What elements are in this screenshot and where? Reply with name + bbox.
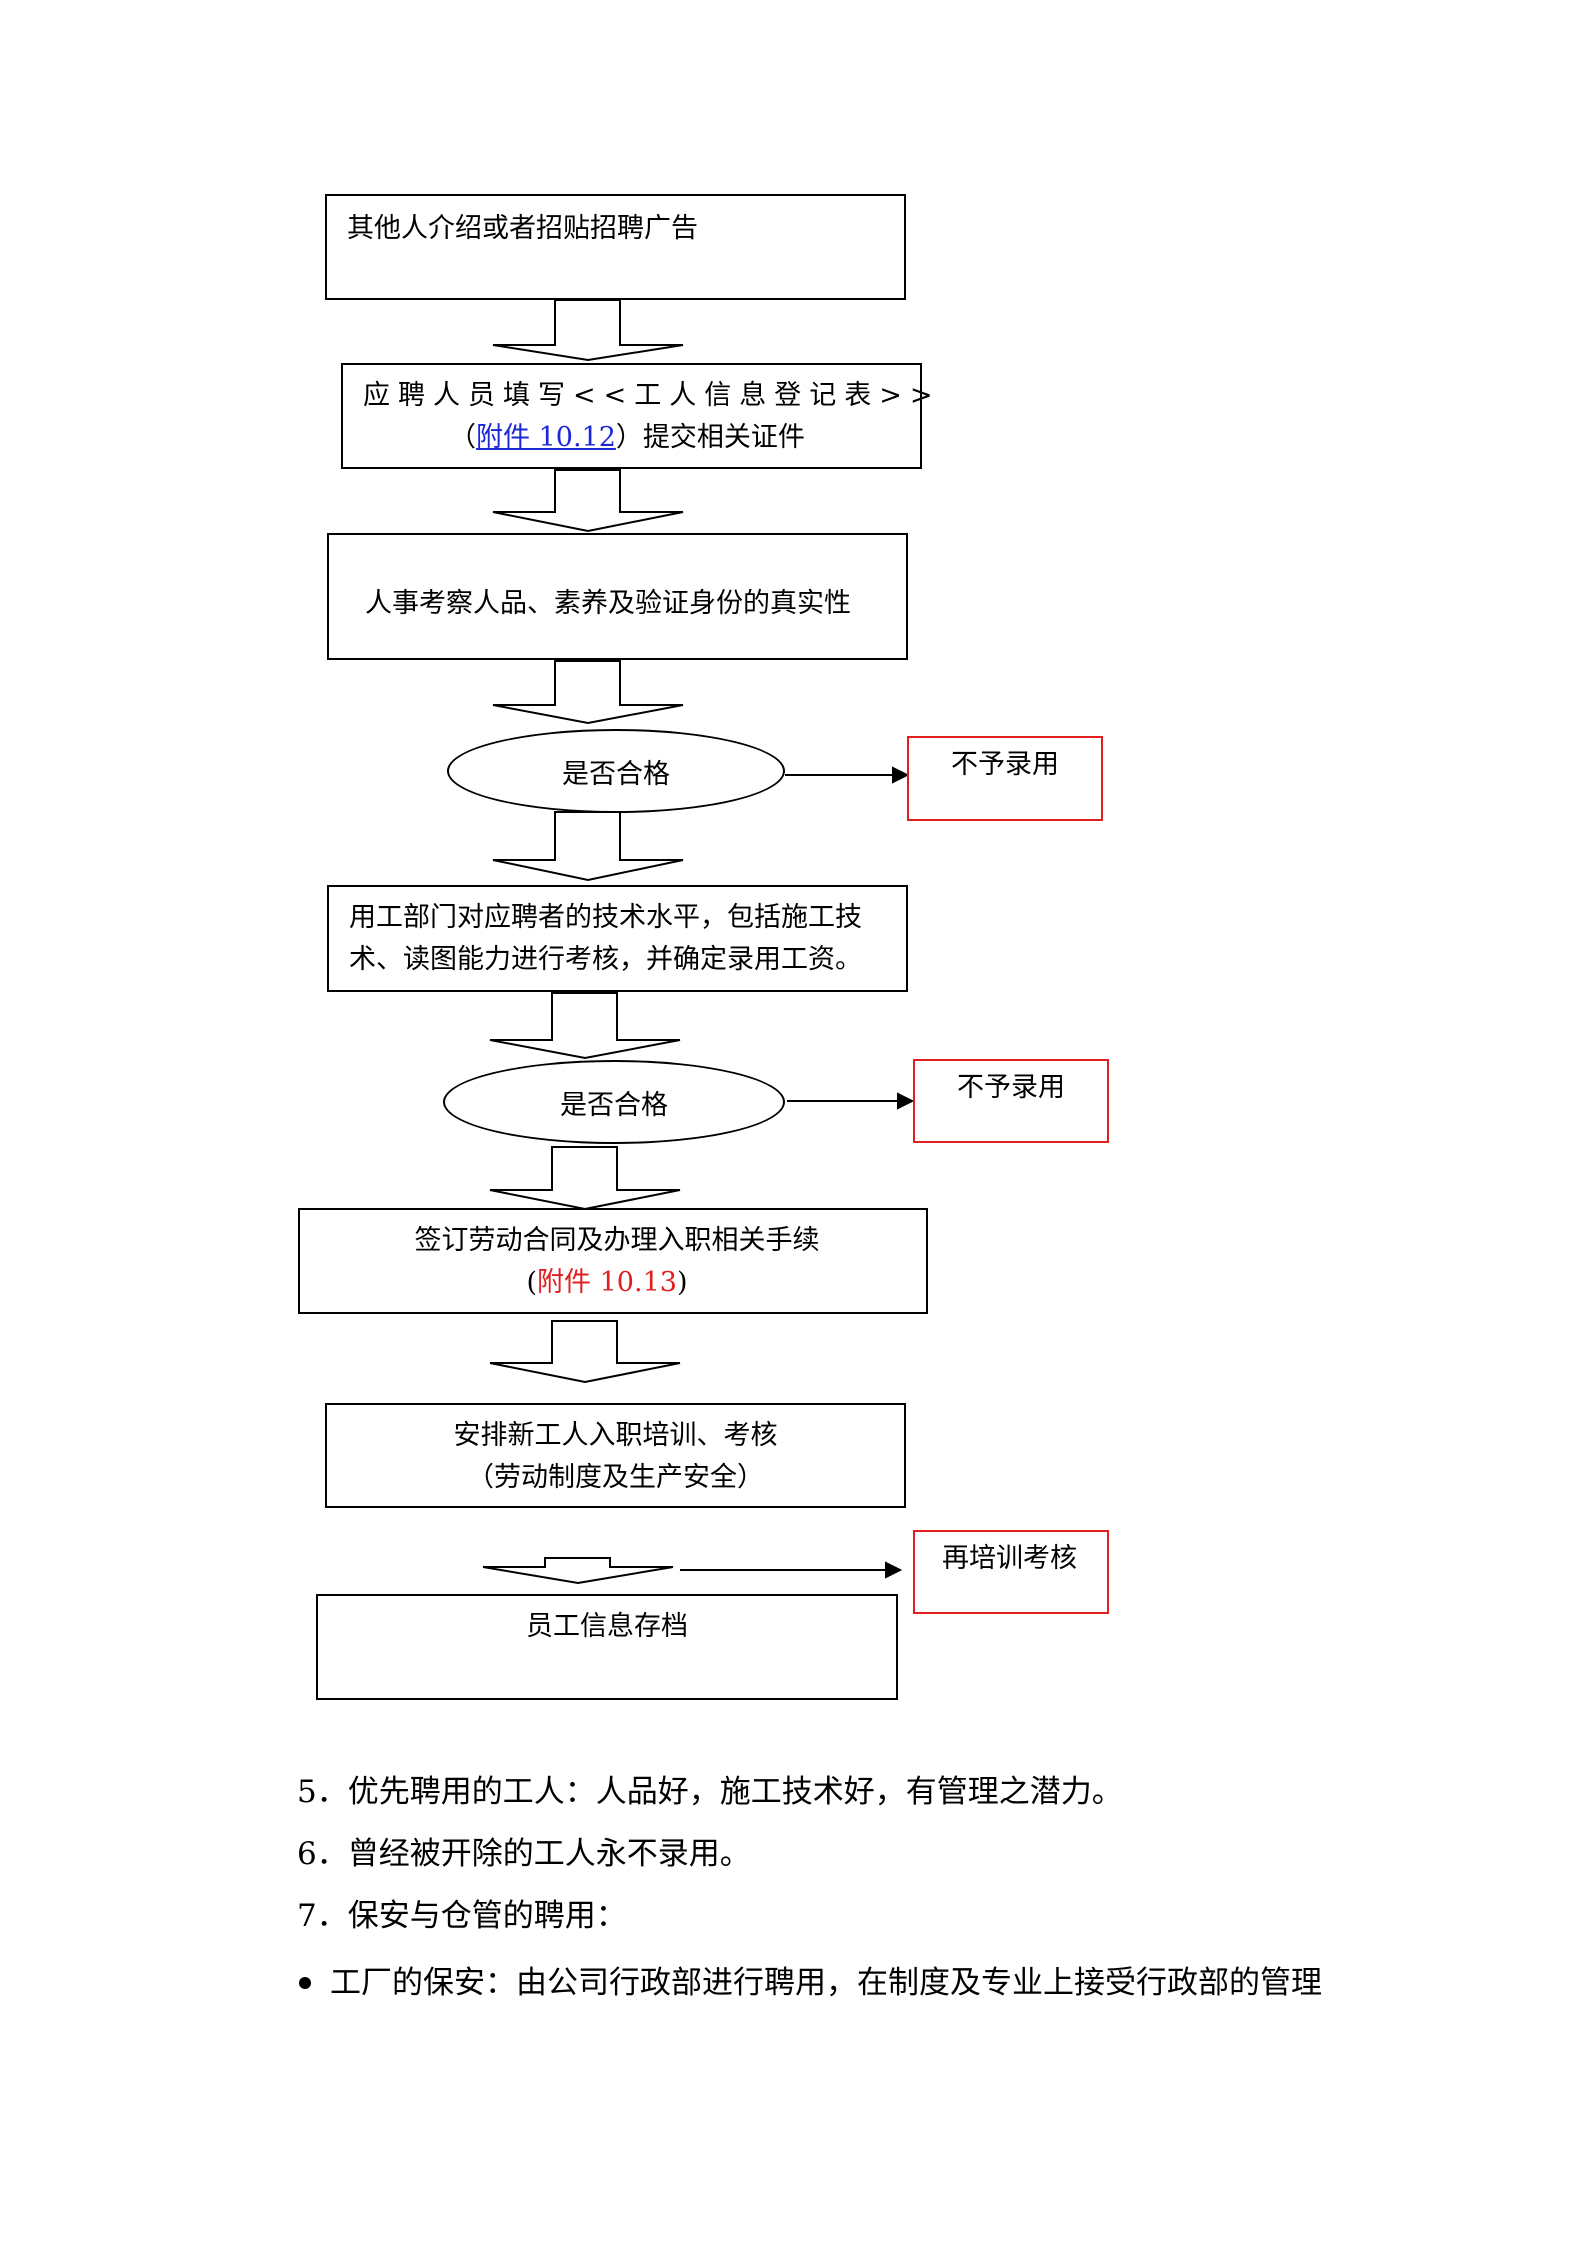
step-5-open-paren: (	[526, 1267, 538, 1298]
step-2-line-1: 应聘人员填写<<工人信息登记表>>	[363, 380, 941, 411]
step-box-1: 其他人介绍或者招贴招聘广告	[325, 194, 906, 300]
down-arrow-3	[492, 660, 684, 725]
down-arrow-6	[489, 1146, 681, 1211]
down-arrow-7	[489, 1320, 681, 1384]
step-4-line-1: 用工部门对应聘者的技术水平，包括施工技	[349, 902, 862, 933]
decision-2-text: 是否合格	[560, 1089, 668, 1121]
bullet-item-1: 工厂的保安：由公司行政部进行聘用，在制度及专业上接受行政部的管理	[330, 1965, 1322, 2001]
paragraph-6: 6．曾经被开除的工人永不录用。	[297, 1836, 751, 1872]
right-arrow-3-head	[885, 1561, 903, 1579]
step-2-open-paren: （	[449, 422, 476, 453]
step-1-text: 其他人介绍或者招贴招聘广告	[347, 213, 698, 244]
retrain-text: 再培训考核	[942, 1543, 1077, 1574]
right-arrow-2-head	[897, 1092, 915, 1110]
step-5-line-1: 签订劳动合同及办理入职相关手续	[414, 1225, 820, 1256]
down-arrow-5	[489, 992, 681, 1060]
step-6-line-1: 安排新工人入职培训、考核	[453, 1420, 778, 1451]
reject-2-text: 不予录用	[957, 1072, 1065, 1103]
step-5-close-paren: )	[676, 1267, 688, 1298]
paragraph-7: 7．保安与仓管的聘用：	[297, 1898, 627, 1934]
down-arrow-2	[492, 469, 684, 533]
reject-box-2: 不予录用	[913, 1059, 1109, 1143]
decision-oval-1: 是否合格	[447, 729, 785, 813]
step-box-7: 员工信息存档	[316, 1594, 898, 1700]
step-box-5: 签订劳动合同及办理入职相关手续 (附件 10.13)	[298, 1208, 928, 1314]
step-box-3: 人事考察人品、素养及验证身份的真实性	[327, 533, 908, 660]
step-7-text: 员工信息存档	[526, 1611, 688, 1642]
step-box-4: 用工部门对应聘者的技术水平，包括施工技 术、读图能力进行考核，并确定录用工资。	[327, 885, 908, 992]
step-6-line-2: （劳动制度及生产安全）	[467, 1462, 764, 1493]
right-arrow-1-head	[892, 766, 910, 784]
step-3-text: 人事考察人品、素养及验证身份的真实性	[365, 588, 851, 619]
decision-oval-2: 是否合格	[443, 1060, 785, 1144]
reject-1-text: 不予录用	[951, 749, 1059, 780]
bullet-dot	[299, 1977, 311, 1989]
step-5-line-2: (附件 10.13)	[300, 1262, 926, 1304]
step-4-line-2: 术、读图能力进行考核，并确定录用工资。	[349, 944, 862, 975]
step-2-rest: ）提交相关证件	[615, 422, 805, 453]
down-arrow-8	[482, 1557, 674, 1585]
paragraph-5: 5．优先聘用的工人：人品好，施工技术好，有管理之潜力。	[297, 1774, 1123, 1810]
step-box-6: 安排新工人入职培训、考核 （劳动制度及生产安全）	[325, 1403, 906, 1508]
down-arrow-1	[492, 299, 684, 362]
attachment-10-12-link[interactable]: 附件 10.12	[476, 422, 616, 453]
reject-box-1: 不予录用	[907, 736, 1103, 821]
down-arrow-4	[492, 811, 684, 882]
step-2-line-2: （附件 10.12）提交相关证件	[363, 417, 920, 459]
step-box-2: 应聘人员填写<<工人信息登记表>> （附件 10.12）提交相关证件	[341, 363, 941, 469]
decision-1-text: 是否合格	[562, 758, 670, 790]
retrain-box: 再培训考核	[913, 1530, 1109, 1614]
attachment-10-13-link[interactable]: 附件 10.13	[537, 1267, 677, 1298]
